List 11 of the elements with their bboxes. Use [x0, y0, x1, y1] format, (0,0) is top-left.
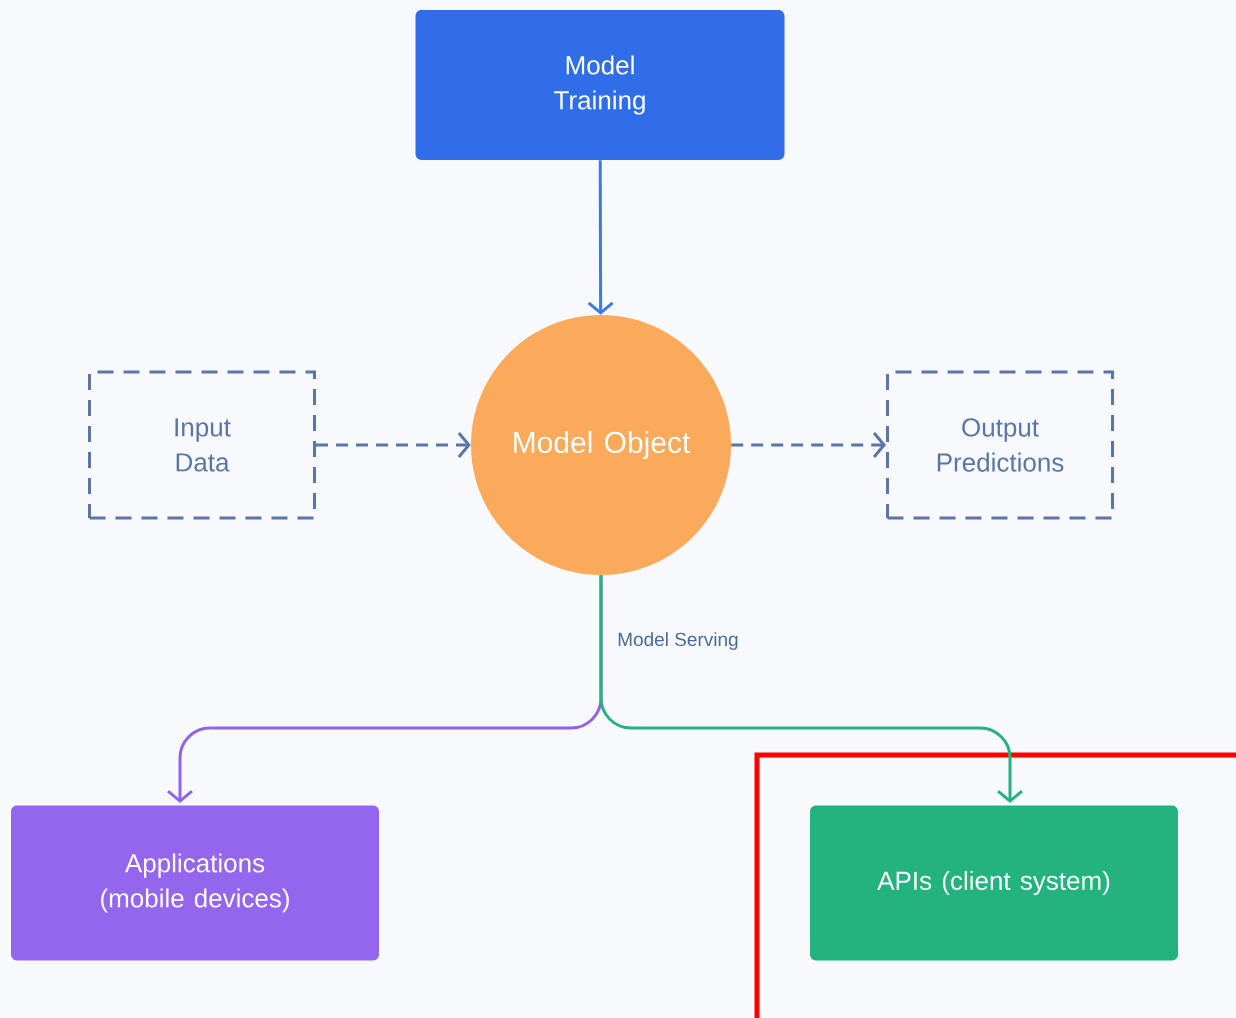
highlight-frame	[754, 752, 1236, 1018]
edge-label: Model Serving	[615, 630, 741, 652]
arrow	[731, 432, 886, 458]
arrow	[587, 160, 614, 315]
dashed-box: Output Predictions	[886, 370, 1114, 520]
arrow	[316, 432, 471, 458]
process-box: APIs (client system)	[810, 805, 1178, 961]
process-box: Model Training	[415, 10, 785, 160]
arrow	[599, 575, 1023, 803]
process-box: Applications (mobile devices)	[11, 805, 379, 961]
dashed-box: Input Data	[88, 370, 316, 520]
